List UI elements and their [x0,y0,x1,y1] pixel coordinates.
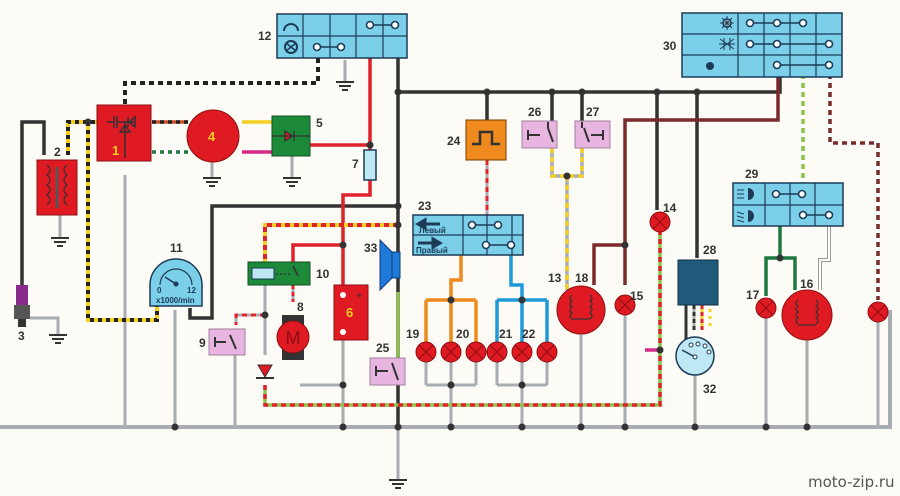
svg-text:12: 12 [258,29,272,43]
fuse-7 [363,149,377,181]
svg-text:Левый: Левый [419,226,446,235]
turn-relay-24 [465,119,507,161]
cdi-unit-1 [96,104,152,162]
svg-text:Правый: Правый [416,246,448,255]
turn-switch-23: Левый Правый [412,214,524,256]
svg-text:M: M [286,328,301,348]
svg-text:17: 17 [746,288,760,302]
watermark: moto-zip.ru [808,473,895,491]
svg-text:2: 2 [54,145,61,159]
svg-text:22: 22 [522,327,536,341]
ground-icon [203,177,221,187]
svg-text:33: 33 [364,241,378,255]
battery-6: + [333,284,369,341]
high-beam-icon [744,188,754,200]
right-arrow-icon [418,236,444,250]
dimmer-switch-29 [732,182,844,227]
starter-motor-8: M [276,315,310,360]
left-arrow-icon [414,217,440,231]
lamp-21 [486,341,508,363]
svg-text:1: 1 [112,143,119,158]
generator-4 [186,109,240,163]
svg-text:0: 0 [157,286,162,295]
svg-text:30: 30 [663,39,677,53]
svg-text:28: 28 [703,243,717,257]
svg-text:23: 23 [418,199,432,213]
svg-text:25: 25 [376,341,390,355]
svg-text:12: 12 [187,286,196,295]
light-switch-30 [681,12,843,78]
svg-text:27: 27 [586,105,600,119]
component-labels: 1 2 3 4 5 6 7 8 9 10 11 12 13 14 15 16 1… [18,29,814,396]
gear-indicator-28 [677,259,719,306]
svg-text:6: 6 [346,305,353,320]
lamp-17 [755,297,777,319]
low-beam-icon [748,210,754,222]
ground-icon [51,237,69,247]
horn-button-25 [369,357,406,386]
svg-text:29: 29 [745,167,759,181]
lamp-19 [415,341,437,363]
starter-button-9 [208,328,246,356]
svg-text:18: 18 [575,271,589,285]
svg-text:+: + [356,291,362,302]
svg-text:24: 24 [447,134,461,148]
svg-text:21: 21 [499,327,513,341]
svg-text:4: 4 [208,129,216,144]
svg-text:13: 13 [548,271,562,285]
svg-text:3: 3 [18,329,25,343]
svg-text:8: 8 [297,300,304,314]
headlight-16 [781,289,833,341]
svg-text:9: 9 [199,336,206,350]
lamp-34 [867,301,889,323]
starter-relay-10 [247,261,311,286]
brake-switch-27 [574,120,611,149]
junction-dots [84,88,811,431]
brake-switch-26 [521,120,558,149]
svg-text:7: 7 [352,157,359,171]
parking-light-icon [719,38,735,50]
pulse-icon [472,130,500,146]
svg-text:15: 15 [630,289,644,303]
spark-plug-3 [14,285,30,327]
ground-icon [49,334,67,344]
tachometer-11: 0 12 x1000/min [149,258,203,307]
lamp-20b [465,341,487,363]
parking-icon [283,23,299,32]
off-dot-icon [706,62,714,70]
ground-symbols [49,81,407,489]
lamp-22a [511,341,533,363]
svg-text:14: 14 [663,201,677,215]
svg-text:26: 26 [528,105,542,119]
lamp-20a [440,341,462,363]
ignition-coil-2 [36,159,78,216]
rectifier-5 [271,115,311,157]
svg-text:16: 16 [800,277,814,291]
svg-text:11: 11 [170,241,183,255]
svg-text:20: 20 [456,327,470,341]
ground-icon [336,81,354,91]
lamp-22b [536,341,558,363]
lamp-15 [614,294,636,316]
diode [256,364,274,379]
high-beam-icon [720,16,734,30]
lamp-14 [649,211,671,233]
horn-33 [379,238,401,292]
svg-text:x1000/min: x1000/min [156,296,195,305]
tail-lamp-18 [556,285,606,335]
indicator-lamps [415,211,889,363]
svg-text:32: 32 [703,382,717,396]
ground-icon [389,479,407,489]
ignition-switch-12 [276,13,408,59]
gear-sensor-32 [675,336,715,376]
svg-text:10: 10 [316,267,330,281]
key-icon [284,40,298,54]
svg-text:19: 19 [406,327,420,341]
svg-text:5: 5 [316,116,323,130]
ground-icon [283,177,301,187]
